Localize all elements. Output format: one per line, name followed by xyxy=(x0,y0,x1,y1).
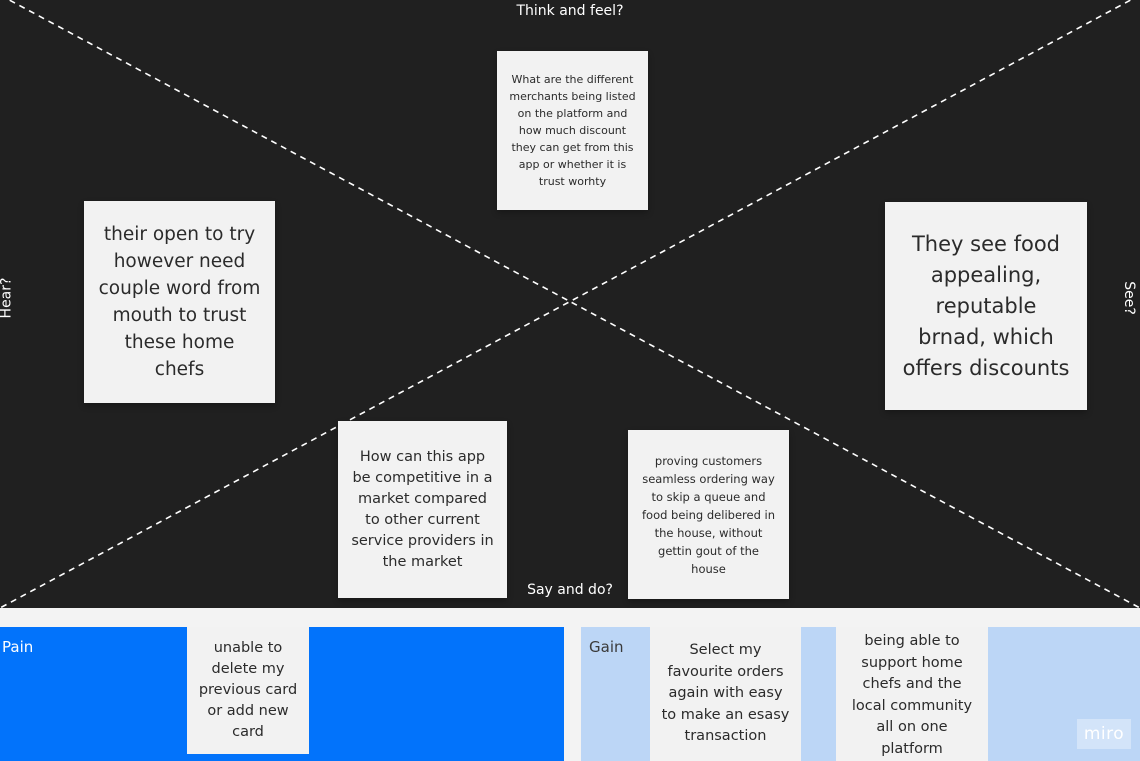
pain-label: Pain xyxy=(2,638,34,656)
hear-label: Hear? xyxy=(0,277,15,319)
sticky-note-text: How can this app be competitive in a mar… xyxy=(351,448,494,570)
diagonal-line-right-to-left xyxy=(0,0,1133,608)
sticky-note-gain-1[interactable]: Select my favourite orders again with ea… xyxy=(650,627,801,761)
sticky-note-text: unable to delete my previous card or add… xyxy=(198,640,298,740)
sticky-note-see[interactable]: They see food appealing, reputable brnad… xyxy=(885,202,1087,410)
sticky-note-text: being able to support home chefs and the… xyxy=(851,633,973,757)
sticky-note-text: Select my favourite orders again with ea… xyxy=(661,642,790,745)
sticky-note-text: their open to try however need couple wo… xyxy=(98,224,261,380)
diagonal-dividers xyxy=(0,0,1140,608)
empathy-map-board: Think and feel? Hear? See? Say and do? W… xyxy=(0,0,1140,608)
see-label: See? xyxy=(1120,281,1137,315)
sticky-note-text: proving customers seamless ordering way … xyxy=(641,453,776,576)
sticky-note-say-2[interactable]: proving customers seamless ordering way … xyxy=(628,430,789,599)
think-feel-label: Think and feel? xyxy=(516,3,624,19)
sticky-note-text: What are the different merchants being l… xyxy=(509,73,636,188)
sticky-note-say-1[interactable]: How can this app be competitive in a mar… xyxy=(338,421,507,598)
sticky-note-text: They see food appealing, reputable brnad… xyxy=(902,231,1070,380)
diagonal-line-left-to-right xyxy=(7,0,1140,608)
sticky-note-think[interactable]: What are the different merchants being l… xyxy=(497,51,648,210)
sticky-note-gain-2[interactable]: being able to support home chefs and the… xyxy=(836,627,988,761)
sticky-note-pain[interactable]: unable to delete my previous card or add… xyxy=(187,627,309,754)
sticky-note-hear[interactable]: their open to try however need couple wo… xyxy=(84,201,275,403)
miro-watermark-logo: miro xyxy=(1077,719,1131,749)
say-do-label: Say and do? xyxy=(527,582,613,598)
gain-label: Gain xyxy=(589,638,624,656)
